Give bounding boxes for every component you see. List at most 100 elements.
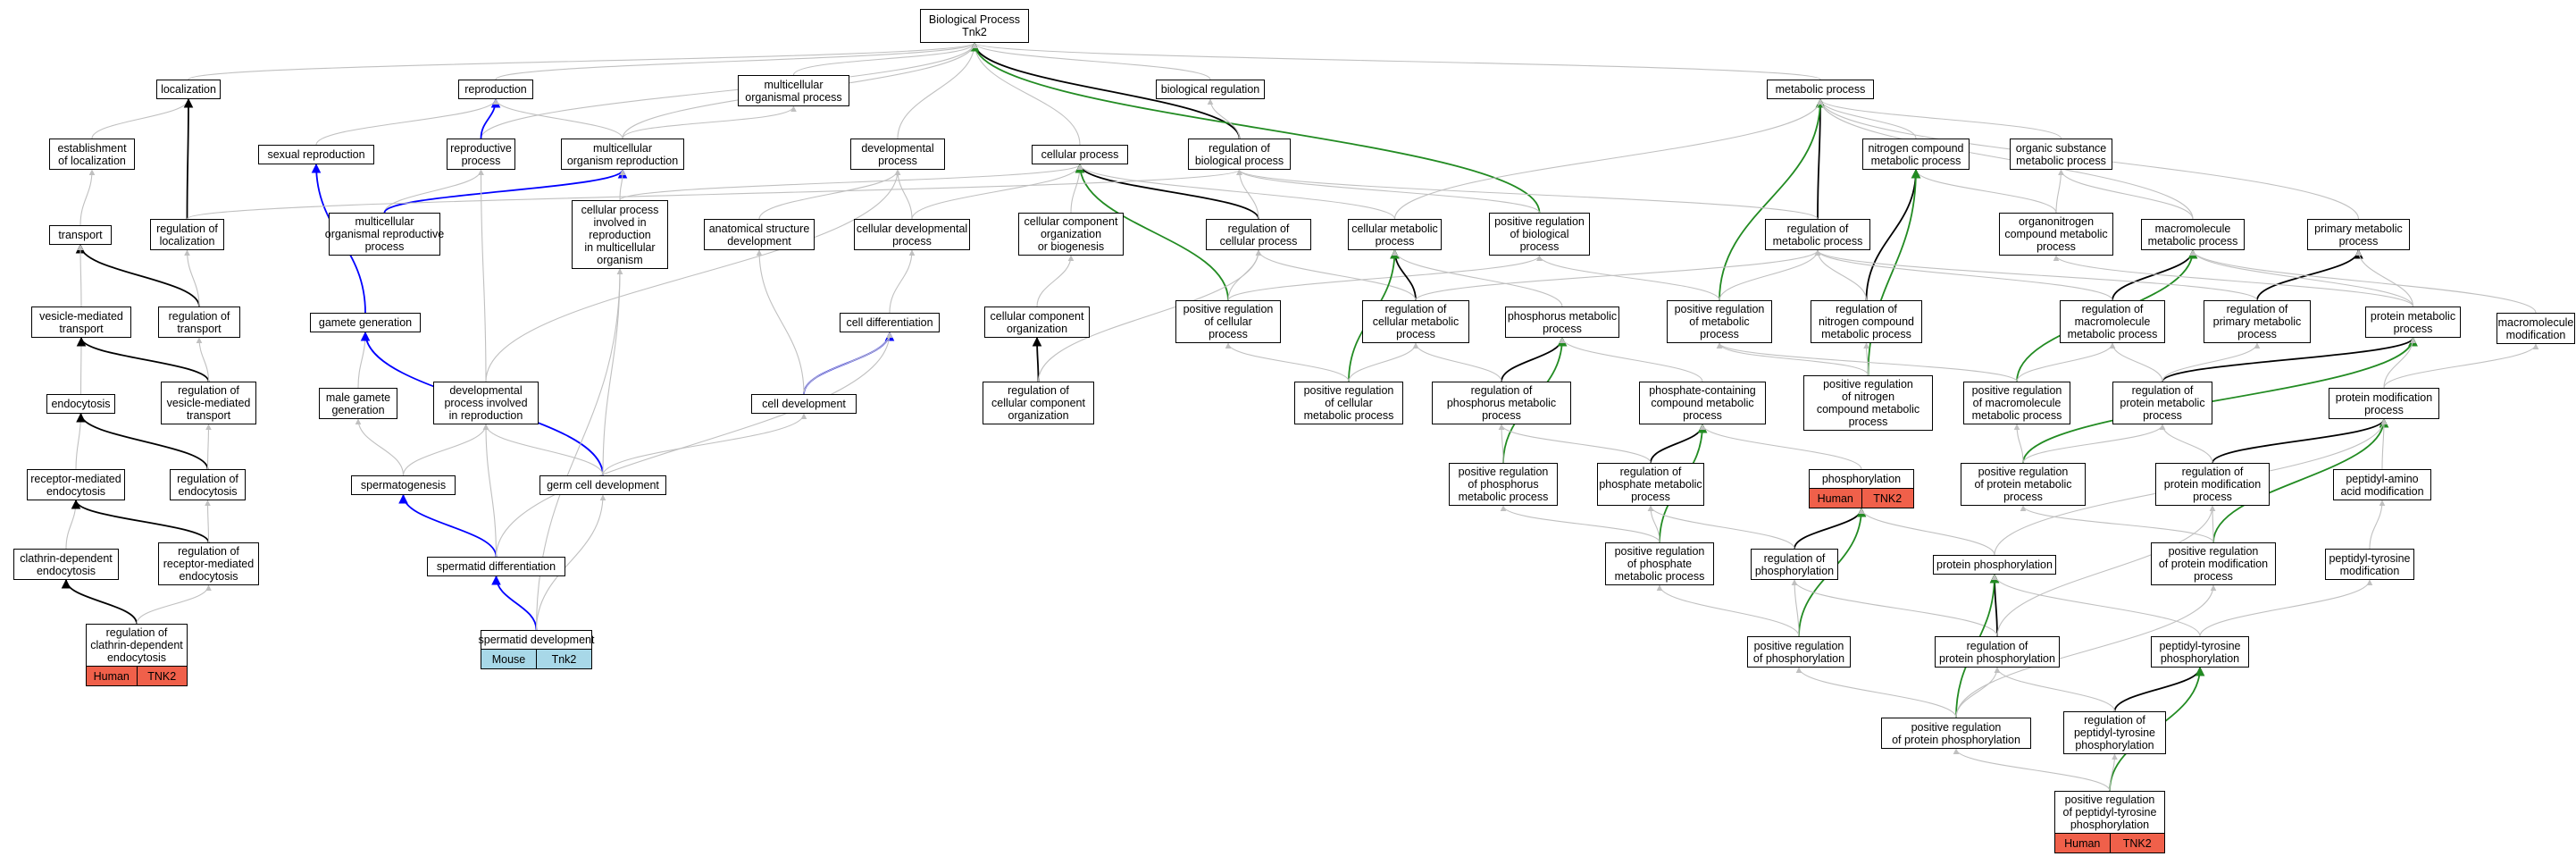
go-term-posregnitro[interactable]: positive regulation of nitrogen compound…	[1803, 375, 1933, 431]
go-term-posregbio[interactable]: positive regulation of biological proces…	[1489, 213, 1590, 256]
go-term-regtrans[interactable]: regulation of transport	[158, 307, 240, 338]
go-term-protmod[interactable]: protein modification process	[2329, 388, 2439, 419]
edge-reproproc-to-reproduction	[480, 97, 501, 139]
go-term-phosmet[interactable]: phosphorus metabolic process	[1505, 307, 1619, 338]
go-term-posregpeptyr[interactable]: positive regulation of peptidyl-tyrosine…	[2054, 791, 2165, 834]
go-term-multiorg[interactable]: multicellular organismal process	[738, 75, 849, 106]
go-term-localization[interactable]: localization	[156, 80, 221, 99]
go-term-estloc[interactable]: establishment of localization	[49, 139, 135, 170]
go-term-macromet[interactable]: macromolecule metabolic process	[2141, 219, 2245, 250]
go-term-phosphcomp[interactable]: phosphate-containing compound metabolic …	[1639, 382, 1766, 424]
edge-peptyrmod-to-peptaa	[2369, 500, 2386, 550]
go-term-peptyrphos[interactable]: peptidyl-tyrosine phosphorylation	[2151, 636, 2249, 668]
go-term-regphosphn[interactable]: regulation of phosphorylation	[1751, 549, 1838, 580]
go-term-posregmet[interactable]: positive regulation of metabolic process	[1667, 300, 1772, 343]
edge-regprim-to-regmet	[1814, 249, 2258, 301]
go-term-nitro[interactable]: nitrogen compound metabolic process	[1862, 139, 1970, 170]
edge-regphosph-to-phosphcomp	[1650, 423, 1708, 464]
go-term-regpeptyr[interactable]: regulation of peptidyl-tyrosine phosphor…	[2063, 711, 2166, 754]
go-term-orgsub[interactable]: organic substance metabolic process	[2010, 139, 2112, 170]
go-term-protphos[interactable]: protein phosphorylation	[1933, 555, 2056, 575]
go-term-cellmet[interactable]: cellular metabolic process	[1348, 219, 1442, 250]
go-term-protmet[interactable]: protein metabolic process	[2365, 307, 2461, 338]
go-term-spermatid[interactable]: spermatid differentiation	[427, 557, 565, 576]
go-term-cellcomp[interactable]: cellular component organization or bioge…	[1018, 213, 1124, 256]
go-term-devrepro[interactable]: developmental process involved in reprod…	[433, 382, 539, 424]
go-term-organonitro[interactable]: organonitrogen compound metabolic proces…	[1999, 213, 2113, 256]
go-term-regrecendo[interactable]: regulation of receptor-mediated endocyto…	[158, 542, 259, 585]
go-term-spermato[interactable]: spermatogenesis	[351, 475, 456, 495]
go-term-metabolic[interactable]: metabolic process	[1767, 80, 1874, 99]
go-term-posregphosph[interactable]: positive regulation of phosphate metabol…	[1605, 542, 1714, 585]
go-term-regmet[interactable]: regulation of metabolic process	[1765, 219, 1870, 250]
go-term-cellcomporg[interactable]: cellular component organization	[984, 307, 1090, 338]
edge-spermato-to-devrepro	[402, 424, 489, 476]
edge-celldevproc-to-devproc	[894, 169, 913, 220]
go-term-bp[interactable]: Biological Process Tnk2	[920, 9, 1029, 43]
go-term-posregprotphos[interactable]: positive regulation of protein phosphory…	[1881, 718, 2031, 749]
go-term-peptyrmod[interactable]: peptidyl-tyrosine modification	[2325, 549, 2414, 580]
go-term-cellrepro[interactable]: cellular process involved in reproductio…	[572, 200, 668, 269]
edge-multirep-to-reproduction	[492, 98, 623, 139]
go-term-phosphorylation[interactable]: phosphorylation	[1809, 469, 1914, 489]
go-term-regprim[interactable]: regulation of primary metabolic process	[2204, 300, 2311, 343]
go-term-regphosph[interactable]: regulation of phosphate metabolic proces…	[1597, 463, 1704, 506]
go-term-posregmacro[interactable]: positive regulation of macromolecule met…	[1963, 382, 2070, 424]
go-term-vesicle[interactable]: vesicle-mediated transport	[31, 307, 131, 338]
go-term-regclathrin[interactable]: regulation of clathrin-dependent endocyt…	[86, 624, 188, 667]
edge-spermatid-to-celldiff	[495, 332, 893, 558]
go-term-macromod[interactable]: macromolecule modification	[2497, 313, 2575, 344]
edge-germcell-to-devrepro	[482, 424, 604, 476]
go-term-celldev[interactable]: cell development	[751, 394, 857, 414]
go-term-posregphosphn[interactable]: positive regulation of phosphorylation	[1747, 636, 1851, 668]
go-term-malegam[interactable]: male gamete generation	[319, 388, 397, 419]
go-term-reproduction[interactable]: reproduction	[458, 80, 533, 99]
go-term-cellproc[interactable]: cellular process	[1032, 145, 1128, 164]
go-term-regcellcomp[interactable]: regulation of cellular component organiz…	[983, 382, 1094, 424]
go-term-reproproc[interactable]: reproductive process	[447, 139, 515, 170]
go-term-multirep[interactable]: multicellular organism reproduction	[561, 139, 684, 170]
go-term-transport[interactable]: transport	[49, 225, 112, 245]
go-term-recendo[interactable]: receptor-mediated endocytosis	[27, 469, 125, 500]
edge-devrepro-to-reproproc	[478, 169, 487, 382]
go-term-regprotmod[interactable]: regulation of protein modification proce…	[2155, 463, 2270, 506]
edge-posregprotmod-to-protmod	[2212, 417, 2389, 543]
go-term-posregcellmet[interactable]: positive regulation of cellular metaboli…	[1294, 382, 1403, 424]
go-term-regcellmet[interactable]: regulation of cellular metabolic process	[1362, 300, 1469, 343]
go-term-anat[interactable]: anatomical structure development	[704, 219, 815, 250]
edge-localization-to-bp	[188, 42, 978, 80]
go-term-clathrin[interactable]: clathrin-dependent endocytosis	[13, 549, 119, 580]
edge-posregmet-to-posregbio	[1536, 255, 1720, 301]
go-term-posregprotmod[interactable]: positive regulation of protein modificat…	[2151, 542, 2276, 585]
go-term-multirepproc[interactable]: multicellular organismal reproductive pr…	[325, 213, 444, 256]
go-term-celldevproc[interactable]: cellular developmental process	[854, 219, 970, 250]
go-term-regbio[interactable]: regulation of biological process	[1188, 139, 1291, 170]
go-term-regnitro[interactable]: regulation of nitrogen compound metaboli…	[1811, 300, 1922, 343]
go-term-spermdev[interactable]: spermatid development	[479, 630, 594, 650]
go-term-regprotphos[interactable]: regulation of protein phosphorylation	[1935, 636, 2060, 668]
go-term-posregprotmet[interactable]: positive regulation of protein metabolic…	[1961, 463, 2086, 506]
go-term-endocytosis[interactable]: endocytosis	[46, 394, 115, 414]
edge-celldiff-to-celldevproc	[889, 249, 916, 314]
go-term-regphosmet[interactable]: regulation of phosphorus metabolic proce…	[1432, 382, 1571, 424]
edge-devrepro-to-devproc	[485, 169, 901, 382]
go-term-regloc[interactable]: regulation of localization	[150, 219, 224, 250]
go-term-posregphosmet[interactable]: positive regulation of phosphorus metabo…	[1449, 463, 1558, 506]
go-term-regprotmet[interactable]: regulation of protein metabolic process	[2112, 382, 2212, 424]
go-term-sexrep[interactable]: sexual reproduction	[258, 145, 374, 164]
edge-protmod-to-macromod	[2383, 343, 2539, 389]
edge-regprotphos-to-regprotmod	[1996, 505, 2216, 637]
go-term-posregcell[interactable]: positive regulation of cellular process	[1175, 300, 1281, 343]
go-term-devproc[interactable]: developmental process	[850, 139, 945, 170]
go-term-germcell[interactable]: germ cell development	[539, 475, 666, 495]
go-term-primmet[interactable]: primary metabolic process	[2307, 219, 2410, 250]
go-term-gamete[interactable]: gamete generation	[310, 313, 421, 332]
edge-posregcell-to-regcell	[1227, 249, 1262, 301]
go-term-celldiff[interactable]: cell differentiation	[840, 313, 940, 332]
go-term-regcell[interactable]: regulation of cellular process	[1206, 219, 1311, 250]
go-term-regendo[interactable]: regulation of endocytosis	[170, 469, 246, 500]
go-term-regmacro[interactable]: regulation of macromolecule metabolic pr…	[2060, 300, 2165, 343]
go-term-bioreg[interactable]: biological regulation	[1156, 80, 1265, 99]
go-term-regvesicle[interactable]: regulation of vesicle-mediated transport	[161, 382, 256, 424]
go-term-peptaa[interactable]: peptidyl-amino acid modification	[2333, 469, 2431, 500]
